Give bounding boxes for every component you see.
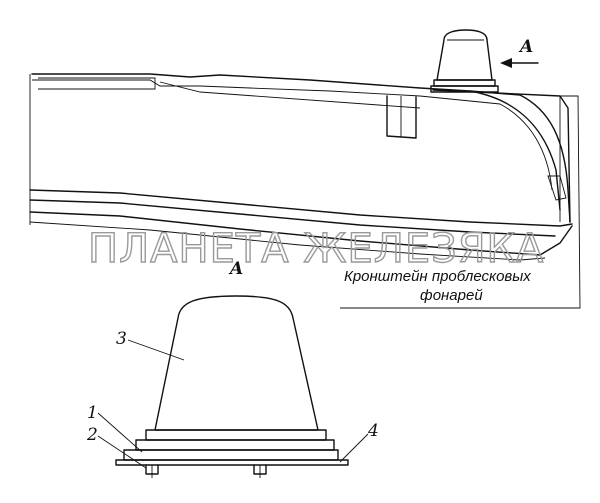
callout-3: 3 <box>116 329 127 349</box>
view-direction-arrow <box>500 58 539 68</box>
callout-1: 1 <box>87 403 98 423</box>
caption-line-1: Кронштейн проблесковых <box>344 268 531 285</box>
caption-line-2: фонарей <box>420 287 483 304</box>
view-label-a-top: A <box>518 37 533 57</box>
callout-4: 4 <box>367 421 379 441</box>
beacon-lamp-top-view <box>430 29 499 93</box>
caption-leader <box>340 95 581 309</box>
cab-roof-outline <box>29 73 573 261</box>
watermark: ПЛАНЕТА ЖЕЛЕЗЯКА <box>88 226 544 272</box>
callout-2: 2 <box>86 425 98 445</box>
view-label-a-detail: A <box>228 259 243 279</box>
beacon-lamp-detail <box>115 295 349 478</box>
